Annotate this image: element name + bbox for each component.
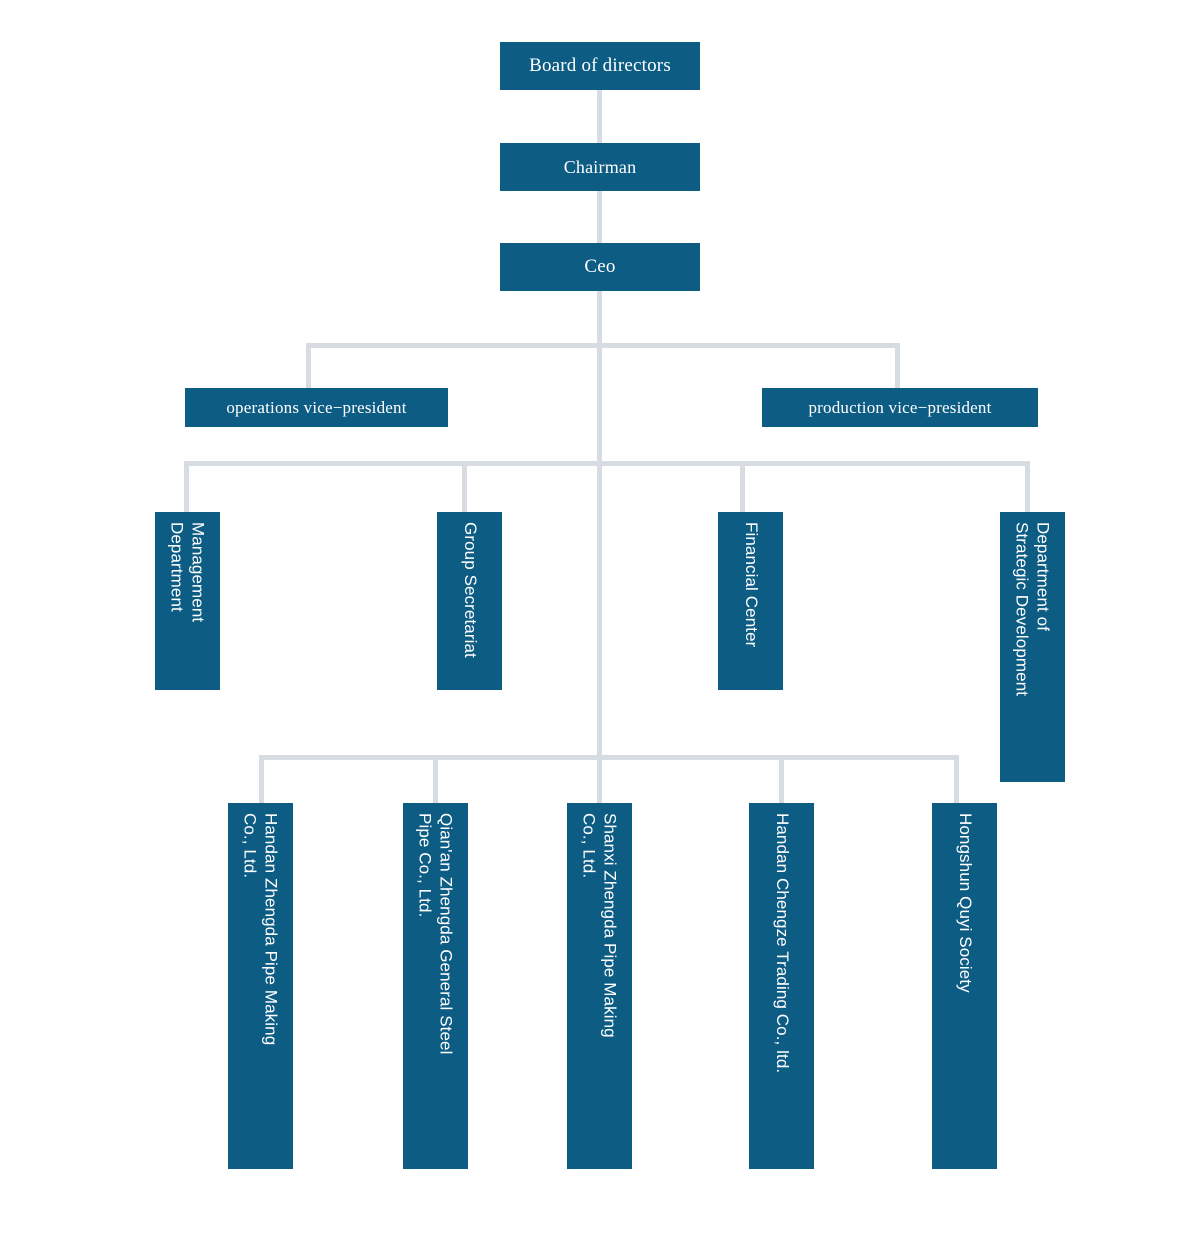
connector-ceo-trunk-to-subsidiaries bbox=[597, 466, 602, 758]
node-production-vice-president[interactable]: production vice−president bbox=[762, 388, 1038, 427]
node-label-handan-chengze-trading: Handan Chengze Trading Co., ltd. bbox=[772, 813, 792, 1074]
connector-ceo-trunk-lower bbox=[597, 348, 602, 463]
node-label-department-of-strategic-development: Department of Strategic Development bbox=[1012, 522, 1053, 697]
node-label-ceo: Ceo bbox=[584, 256, 616, 278]
node-label-shanxi-zhengda-pipe-making: Shanxi Zhengda Pipe Making Co., Ltd. bbox=[579, 813, 620, 1038]
connector-subsidiary-bus bbox=[259, 755, 959, 760]
connector-ceo-trunk bbox=[597, 291, 602, 346]
node-label-production-vice-president: production vice−president bbox=[808, 397, 992, 417]
connector-drop-handan-zhengda bbox=[259, 755, 264, 803]
node-label-board-of-directors: Board of directors bbox=[529, 55, 671, 77]
node-handan-chengze-trading[interactable]: Handan Chengze Trading Co., ltd. bbox=[749, 803, 814, 1169]
node-board-of-directors[interactable]: Board of directors bbox=[500, 42, 700, 90]
connector-department-bus bbox=[184, 461, 1030, 466]
connector-drop-group-secretariat bbox=[462, 461, 467, 512]
connector-drop-financial-center bbox=[740, 461, 745, 512]
connector-drop-production-vp bbox=[895, 343, 900, 388]
node-label-hongshun-quyi-society: Hongshun Quyi Society bbox=[955, 813, 975, 993]
connector-chairman-to-ceo bbox=[597, 191, 602, 243]
node-group-secretariat[interactable]: Group Secretariat bbox=[437, 512, 502, 690]
connector-drop-hongshun-quyi bbox=[954, 755, 959, 803]
connector-drop-qianan-zhengda bbox=[433, 755, 438, 803]
node-label-chairman: Chairman bbox=[563, 156, 637, 177]
connector-drop-strategic-development bbox=[1025, 461, 1030, 512]
node-label-financial-center: Financial Center bbox=[741, 522, 761, 648]
node-label-qianan-zhengda-general-steel-pipe: Qian'an Zhengda General Steel Pipe Co., … bbox=[415, 813, 456, 1055]
node-department-of-strategic-development[interactable]: Department of Strategic Development bbox=[1000, 512, 1065, 782]
node-chairman[interactable]: Chairman bbox=[500, 143, 700, 191]
node-label-handan-zhengda-pipe-making: Handan Zhengda Pipe Making Co., Ltd. bbox=[240, 813, 281, 1046]
connector-drop-operations-vp bbox=[306, 343, 311, 388]
connector-board-to-chairman bbox=[597, 90, 602, 143]
node-ceo[interactable]: Ceo bbox=[500, 243, 700, 291]
node-shanxi-zhengda-pipe-making[interactable]: Shanxi Zhengda Pipe Making Co., Ltd. bbox=[567, 803, 632, 1169]
node-hongshun-quyi-society[interactable]: Hongshun Quyi Society bbox=[932, 803, 997, 1169]
node-management-department[interactable]: Management Department bbox=[155, 512, 220, 690]
connector-vp-bus bbox=[306, 343, 900, 348]
node-label-group-secretariat: Group Secretariat bbox=[460, 522, 480, 658]
connector-drop-handan-chengze bbox=[779, 755, 784, 803]
connector-drop-management-department bbox=[184, 461, 189, 512]
node-financial-center[interactable]: Financial Center bbox=[718, 512, 783, 690]
connector-drop-shanxi-zhengda bbox=[597, 755, 602, 803]
node-label-operations-vice-president: operations vice−president bbox=[226, 397, 407, 417]
node-qianan-zhengda-general-steel-pipe[interactable]: Qian'an Zhengda General Steel Pipe Co., … bbox=[403, 803, 468, 1169]
node-operations-vice-president[interactable]: operations vice−president bbox=[185, 388, 448, 427]
node-label-management-department: Management Department bbox=[167, 522, 208, 623]
node-handan-zhengda-pipe-making[interactable]: Handan Zhengda Pipe Making Co., Ltd. bbox=[228, 803, 293, 1169]
